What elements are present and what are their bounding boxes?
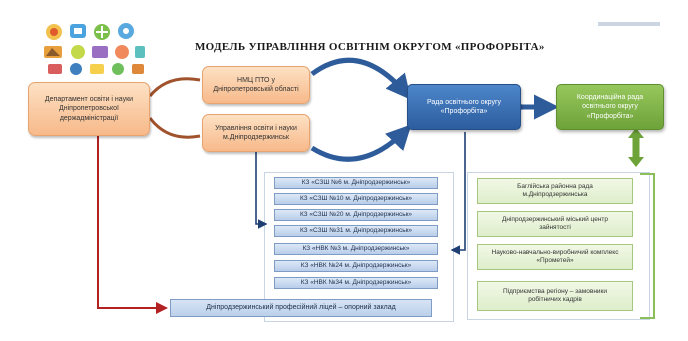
partner-item: Баглійська районна рада м.Дніпродзержинс… [477, 178, 633, 204]
school-item: КЗ «СЗШ №20 м. Дніпродзержинськ» [274, 209, 438, 221]
education-clipart-icon [44, 23, 145, 75]
partner-item: Науково-навчально-виробничий комплекс «П… [477, 244, 633, 270]
school-item: КЗ «СЗШ №10 м. Дніпродзержинськ» [274, 193, 438, 205]
rada-node: Рада освітнього округу «Профорбіта» [407, 84, 521, 130]
header-strip [598, 22, 660, 26]
lyceum-node: Дніпродзержинський професійний ліцей – о… [170, 299, 432, 317]
diagram-title: МОДЕЛЬ УПРАВЛІННЯ ОСВІТНІМ ОКРУГОМ «ПРОФ… [195, 41, 545, 53]
dept-node: Департамент освіти і науки Дніпропетровс… [28, 82, 150, 136]
school-item: КЗ «СЗШ №6 м. Дніпродзержинськ» [274, 177, 438, 189]
school-item: КЗ «НВК №24 м. Дніпродзержинськ» [274, 260, 438, 272]
school-item: КЗ «НВК №3 м. Дніпродзержинськ» [274, 243, 438, 255]
nmc-rada-arc [310, 57, 412, 100]
partner-item: Дніпродзержинський міський центр зайнято… [477, 211, 633, 237]
school-item: КЗ «НВК №34 м. Дніпродзержинськ» [274, 277, 438, 289]
dept-lyceum-arrow [97, 135, 168, 314]
nmc-node: НМЦ ПТО у Дніпропетровській області [202, 66, 310, 104]
upr-rada-arc [310, 124, 412, 162]
school-item: КЗ «СЗШ №31 м. Дніпродзержинськ» [274, 225, 438, 237]
dept-nmc-curve [148, 77, 201, 97]
dept-upr-curve [148, 117, 201, 139]
partner-item: Підприємства регіону – замовники робітни… [477, 281, 633, 311]
upr-node: Управління освіти і науки м.Дніпродзержи… [202, 114, 310, 152]
koord-node: Координаційна рада освітнього округу «Пр… [556, 84, 664, 130]
